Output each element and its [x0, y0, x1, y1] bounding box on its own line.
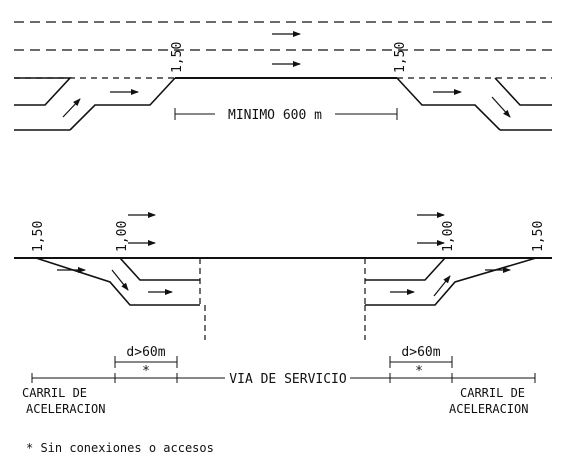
- top-offset-left: 1,50: [170, 42, 185, 73]
- bottom-left-lane-inner: [119, 257, 200, 281]
- lane-right-line1: CARRIL DE: [460, 386, 525, 400]
- lane-left-line1: CARRIL DE: [22, 386, 87, 400]
- d-right-label: d>60m: [401, 345, 440, 360]
- top-min-distance: MINIMO 600 m: [228, 108, 322, 123]
- bottom-arrow-9: [111, 269, 129, 291]
- bottom-arrow-10: [433, 275, 451, 297]
- top-left-ramp-upper: [14, 77, 72, 106]
- top-left-ramp-lower: [69, 77, 176, 131]
- top-right-ramp-upper: [396, 77, 501, 131]
- footnote: * Sin conexiones o accesos: [26, 441, 214, 455]
- bottom-offset-left: 1,00: [115, 221, 130, 252]
- bottom-offset-far-left: 1,50: [31, 221, 46, 252]
- top-offset-right: 1,50: [393, 42, 408, 73]
- bottom-offset-far-right: 1,50: [531, 221, 546, 252]
- top-arrow-6: [491, 96, 511, 118]
- top-right-ramp-lower: [494, 77, 552, 106]
- lane-left-line2: ACELERACION: [26, 402, 105, 416]
- star-right: *: [415, 364, 423, 379]
- bottom-right-lane-inner: [365, 257, 446, 281]
- lane-right-line2: ACELERACION: [449, 402, 528, 416]
- bottom-diagram: 1,50 1,00 1,00 1,50 d>60m * d>60m * VIA …: [14, 212, 552, 416]
- d-left-label: d>60m: [126, 345, 165, 360]
- bottom-right-lane-outer: [365, 257, 537, 306]
- top-diagram: 1,50 1,50 MINIMO 600 m: [14, 21, 552, 131]
- top-arrow-5: [62, 98, 81, 118]
- bottom-left-lane-outer: [35, 257, 200, 306]
- bottom-offset-right: 1,00: [441, 221, 456, 252]
- service-road-label: VIA DE SERVICIO: [229, 372, 347, 387]
- star-left: *: [142, 364, 150, 379]
